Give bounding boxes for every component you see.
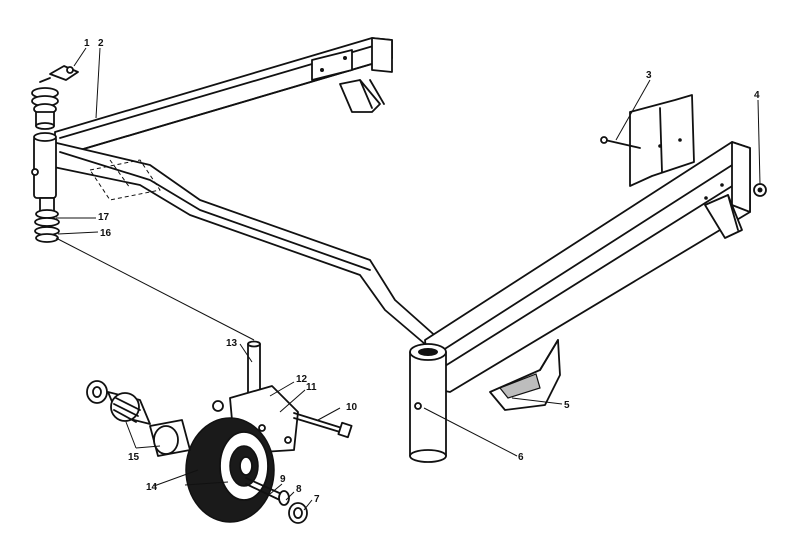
label-part-14: 14 xyxy=(146,482,158,493)
label-part-1: 1 xyxy=(84,38,90,49)
right-pivot-post xyxy=(409,343,447,463)
caster-assembly xyxy=(55,237,353,524)
end-nut xyxy=(753,183,767,197)
label-part-16: 16 xyxy=(100,228,112,239)
label-part-2: 2 xyxy=(98,38,104,49)
lower-washer-stack xyxy=(34,197,60,243)
label-part-15: 15 xyxy=(128,452,140,463)
part-labels: 1 2 3 4 5 6 7 8 9 10 11 12 13 14 15 16 1… xyxy=(84,38,760,505)
top-washer-stack xyxy=(31,65,79,130)
label-part-12: 12 xyxy=(296,374,308,385)
label-part-7: 7 xyxy=(314,494,320,505)
frame-back-rail xyxy=(54,37,393,151)
label-part-8: 8 xyxy=(296,484,302,495)
label-part-9: 9 xyxy=(280,474,286,485)
left-pivot-post xyxy=(31,132,57,199)
label-part-17: 17 xyxy=(98,212,110,223)
label-part-4: 4 xyxy=(754,90,760,101)
mounting-plate xyxy=(600,94,695,187)
label-part-13: 13 xyxy=(226,338,238,349)
label-part-3: 3 xyxy=(646,70,652,81)
frame-left-arm xyxy=(43,139,441,351)
label-part-6: 6 xyxy=(518,452,524,463)
lower-bracket xyxy=(489,339,561,411)
label-part-10: 10 xyxy=(346,402,358,413)
frame-front-beam xyxy=(424,141,751,393)
leader-lines xyxy=(56,47,761,511)
label-part-5: 5 xyxy=(564,400,570,411)
label-part-11: 11 xyxy=(306,382,317,393)
